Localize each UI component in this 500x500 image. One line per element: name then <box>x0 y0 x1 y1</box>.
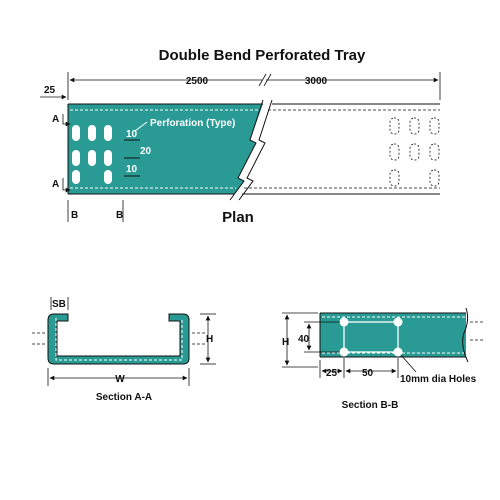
section-mark-a-top: A <box>52 114 59 125</box>
tray-body <box>68 104 263 194</box>
dim-50: 50 <box>362 368 374 379</box>
section-aa: SB H W Section A-A <box>32 297 216 403</box>
dim-40: 40 <box>298 334 310 345</box>
hole <box>339 317 349 327</box>
break-line-2 <box>238 99 273 201</box>
w-label: W <box>115 374 125 385</box>
section-mark-a-bottom: A <box>52 179 59 190</box>
perforation-slots <box>72 125 112 184</box>
section-aa-caption: Section A-A <box>96 392 152 403</box>
perf-dim-20: 20 <box>140 146 152 157</box>
break-line-1 <box>229 99 264 201</box>
hole <box>339 347 349 357</box>
perf-dim-10-top: 10 <box>126 129 138 140</box>
section-mark-b-right: B <box>116 210 123 221</box>
dim-25-bb: 25 <box>326 368 338 379</box>
dim-2500: 2500 <box>186 76 209 87</box>
h-label-aa: H <box>206 334 213 345</box>
hole <box>393 317 403 327</box>
perf-dim-10-bottom: 10 <box>126 164 138 175</box>
diagram-title: Double Bend Perforated Tray <box>159 47 366 64</box>
section-mark-b-left: B <box>71 210 78 221</box>
hole <box>393 347 403 357</box>
dim-25: 25 <box>44 85 56 96</box>
section-bb-caption: Section B-B <box>342 400 399 411</box>
perforation-slots-right <box>389 117 440 187</box>
perforation-label: Perforation (Type) <box>150 118 235 129</box>
plan-label: Plan <box>222 209 254 226</box>
dim-3000: 3000 <box>305 76 328 87</box>
h-label-bb: H <box>282 337 289 348</box>
plan-view: Perforation (Type) 10 20 10 <box>40 72 441 226</box>
hole-pattern <box>343 321 399 353</box>
holes-label: 10mm dia Holes <box>400 374 477 385</box>
section-bb: H 40 25 50 10mm dia Holes Section B-B <box>282 307 484 411</box>
sb-label: SB <box>52 299 66 310</box>
channel-profile <box>48 314 189 364</box>
